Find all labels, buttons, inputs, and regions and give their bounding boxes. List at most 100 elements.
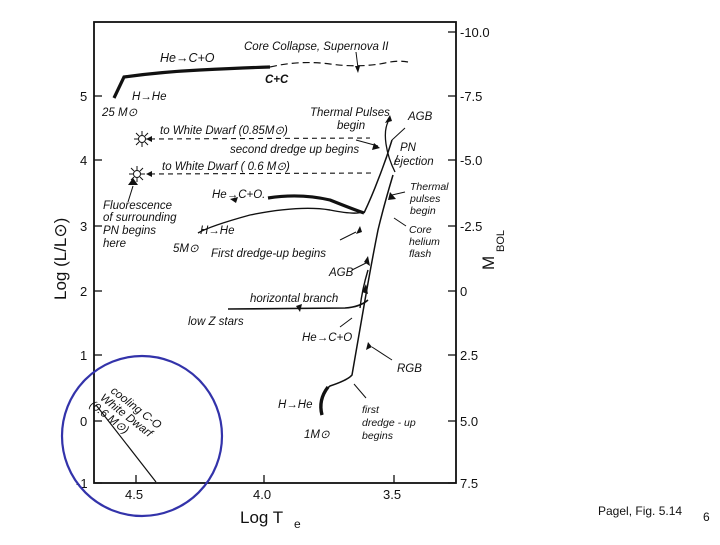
leader-he-co-low [339,317,353,328]
track-white-dwarf-cooling [95,404,157,483]
bottom-axis-ticks [135,475,395,483]
arrowhead-wd-06 [146,171,152,177]
leader-core-he [393,217,407,227]
label-core-collapse: Core Collapse, Supernova II [244,41,389,53]
right-axis-title-sub: BOL [495,230,507,252]
bottom-tick-4-0: 4.0 [253,487,271,502]
label-he-co-mid: He→C+O. [212,189,265,201]
label-first-dredge-1c: begins [362,430,394,442]
arrowhead-5msun [356,226,362,234]
evolution-tracks [95,51,409,483]
arrowhead-hb [296,304,302,312]
left-tick-1: 1 [80,348,87,363]
label-rgb: RGB [397,363,422,375]
right-axis-ticks [448,31,456,484]
arrowhead-fluorescence [128,178,138,185]
track-1msun-ms [319,385,330,416]
label-pn-1: PN [400,142,417,154]
right-tick-2-5: 2.5 [460,348,478,363]
label-second-dredge: second dredge up begins [230,144,359,156]
cooling-label-group: cooling C-O White Dwarf (0.6 M⊙) [87,385,163,441]
label-fluor-2: of surrounding [103,212,177,224]
right-tick-m2-5: -2.5 [460,219,482,234]
track-25msun-supernova [269,60,409,68]
label-25msun: 25 M⊙ [101,107,138,119]
right-tick-m5: -5.0 [460,153,482,168]
label-to-wd-085: to White Dwarf (0.85M⊙) [160,125,288,137]
track-horizontal-branch [227,299,369,310]
page-number: 6 [703,510,710,524]
label-fluor-1: Fluorescence [103,200,172,212]
bottom-tick-4-5: 4.5 [125,487,143,502]
label-he-co-top: He→C+O [160,51,215,65]
left-tick-3: 3 [80,219,87,234]
track-agb-top [384,121,396,173]
label-core-he-2: helium [409,236,440,248]
right-tick-m10: -10.0 [460,25,490,40]
left-axis-title: Log (L/L⊙) [51,218,70,300]
arrowhead-supernova [355,66,360,73]
label-core-he-3: flash [409,248,431,260]
left-axis-ticks [94,95,102,484]
bottom-tick-3-5: 3.5 [383,487,401,502]
plot-frame [93,21,457,484]
right-tick-0: 0 [460,284,467,299]
label-agb-top: AGB [407,111,433,123]
pn-burst-upper [134,131,150,147]
track-5msun-loop [267,194,365,215]
label-thermal-right-2: pulses [409,193,441,205]
label-thermal-pulses-2: begin [337,120,365,132]
leader-thermal-right [391,191,406,196]
right-axis-title: M [479,256,498,270]
left-tick-2: 2 [80,284,87,299]
label-h-he-5: H→He [200,225,235,237]
arrowhead-agb-top [385,115,392,123]
bottom-axis-title-sub: e [294,517,301,531]
left-tick-minus1: -1 [76,476,88,491]
arrowhead-he-co-mid [230,197,238,203]
track-to-wd-06 [149,172,373,175]
label-low-z: low Z stars [188,316,244,328]
label-thermal-right-1: Thermal [410,181,449,193]
left-tick-0: 0 [80,414,87,429]
bottom-axis-title: Log T [240,508,283,527]
label-to-wd-06: to White Dwarf ( 0.6 M⊙) [162,161,290,173]
track-to-wd-085 [149,137,371,140]
right-tick-m7-5: -7.5 [460,89,482,104]
label-first-dredge-1a: first [362,404,380,416]
arrowhead-second-dredge [372,143,380,150]
leader-first-dredge-1 [353,383,367,399]
highlight-circle [60,354,224,518]
arrowhead-hb-agb [362,284,368,294]
track-hb-agb [359,269,369,309]
label-h-he-25: H→He [132,91,167,103]
arrowhead-agb-low [364,256,370,266]
label-5msun: 5M⊙ [173,243,199,255]
right-tick-5: 5.0 [460,414,478,429]
left-tick-4: 4 [80,153,87,168]
leader-supernova [355,51,359,69]
leader-rgb [371,346,393,361]
label-thermal-pulses-1: Thermal Pulses [310,107,390,119]
label-core-he-1: Core [409,224,432,236]
label-1msun: 1M⊙ [304,429,330,441]
leader-first-dredge-5 [339,231,357,241]
label-cc: C+C [265,74,289,86]
figure-caption: Pagel, Fig. 5.14 [598,504,683,518]
pn-burst-lower [129,166,145,182]
leader-fluorescence [127,185,134,203]
label-first-dredge-1b: dredge - up [362,417,416,429]
right-tick-7-5: 7.5 [460,476,478,491]
label-h-he-1: H→He [278,399,313,411]
track-5msun-agb [363,139,393,214]
label-he-co-low: He→C+O [302,332,352,344]
leader-pn [393,154,399,166]
label-fluor-4: here [103,238,126,250]
leader-agb-top [391,127,406,141]
label-horizontal-branch: horizontal branch [250,293,338,305]
track-5msun [197,207,363,234]
track-25msun-main [112,65,271,99]
arrowhead-rgb [366,342,372,350]
